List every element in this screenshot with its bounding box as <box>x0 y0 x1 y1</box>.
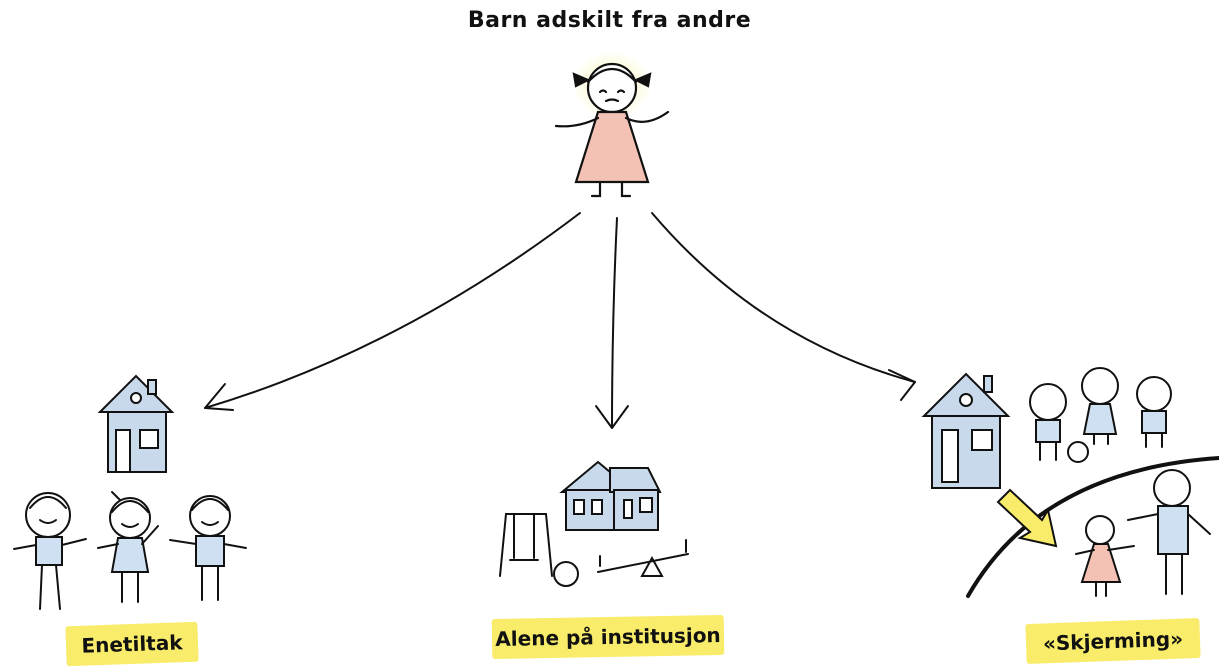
option-label-enetiltak: Enetiltak <box>65 622 198 667</box>
redirect-arrow-icon <box>998 490 1056 546</box>
central-child-figure <box>556 51 668 196</box>
right-children-icon <box>1030 368 1171 462</box>
option-label-skjerming: «Skjerming» <box>1025 618 1200 664</box>
institution-building-icon <box>562 462 660 530</box>
arrow-left <box>205 213 580 408</box>
left-children-icon <box>14 492 246 609</box>
option-label-institusjon: Alene på institusjon <box>492 615 725 659</box>
left-house-icon <box>100 376 172 472</box>
right-house-icon <box>924 374 1008 488</box>
arrow-mid <box>612 218 617 428</box>
arrows <box>205 213 915 428</box>
shielded-child-figure <box>1076 470 1210 596</box>
arrow-right <box>652 213 915 382</box>
